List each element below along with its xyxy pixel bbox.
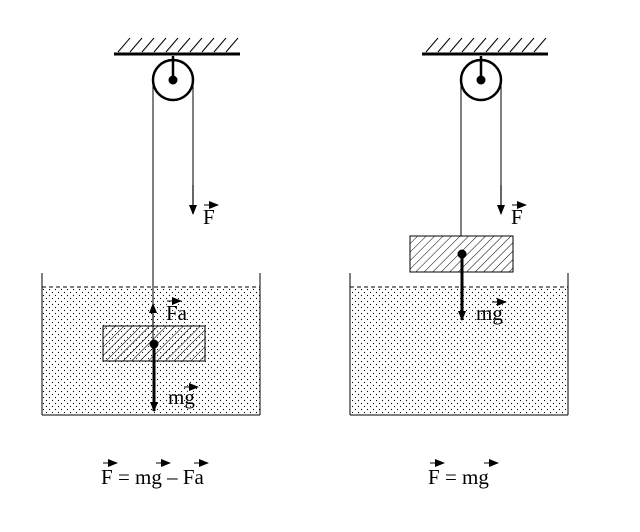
svg-text:F: F — [203, 205, 215, 229]
right-weight-label: mg — [476, 298, 507, 325]
right-block-center — [457, 249, 467, 259]
svg-text:Fa: Fa — [166, 301, 188, 325]
left-rope — [152, 80, 194, 343]
svg-text:mg: mg — [476, 301, 503, 325]
left-formula: F = mg – Fa — [101, 459, 209, 489]
left-block-center — [149, 339, 159, 349]
right-formula: F = mg — [428, 459, 499, 489]
left-ceiling — [114, 37, 240, 56]
left-scene: F Fa mg — [41, 37, 261, 416]
right-water-tank — [349, 273, 569, 416]
left-weight-label: mg — [168, 383, 199, 409]
svg-text:mg: mg — [168, 385, 195, 409]
right-pull-label: F — [511, 201, 527, 229]
right-scene: F mg — [349, 37, 569, 416]
left-pull-label: F — [203, 201, 219, 229]
left-pulley-icon — [151, 56, 195, 102]
svg-text:F = mg – Fa: F = mg – Fa — [101, 465, 205, 489]
svg-text:F = mg: F = mg — [428, 465, 489, 489]
right-ceiling — [422, 37, 548, 56]
right-rope — [460, 80, 502, 236]
left-buoyancy-label: Fa — [166, 297, 188, 325]
right-pulley-icon — [459, 56, 503, 102]
svg-text:F: F — [511, 205, 523, 229]
